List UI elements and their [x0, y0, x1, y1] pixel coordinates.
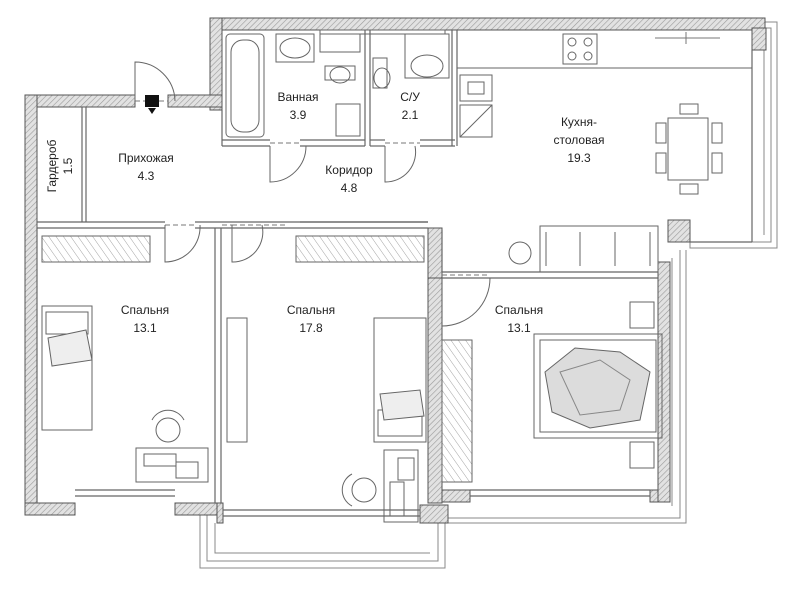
- partitions: [36, 30, 753, 517]
- room-name-kitchen: Кухня-: [561, 115, 597, 129]
- room-area-hall: 4.3: [138, 169, 155, 183]
- bed-icon: [533, 301, 663, 469]
- sofa-icon: [539, 225, 659, 273]
- room-area-corridor: 4.8: [341, 181, 358, 195]
- dining-table-icon: [655, 103, 723, 195]
- room-area-bathroom: 3.9: [290, 108, 307, 122]
- desk-icon: [383, 449, 419, 523]
- toilet-icon: [324, 65, 356, 84]
- room-name-wc: С/У: [400, 90, 420, 104]
- room-name-wardrobe: Гардероб: [45, 139, 59, 192]
- entrance-marker-icon: [145, 95, 159, 114]
- wardrobe-icon: [214, 317, 248, 443]
- desk-icon: [135, 447, 209, 483]
- room-name-bedroom-mid: Спальня: [287, 303, 335, 317]
- plant-icon: [508, 241, 532, 265]
- boiler-icon: [319, 29, 446, 35]
- room-area-bedroom-left: 13.1: [133, 321, 157, 335]
- walls: [24, 17, 767, 524]
- kitchen-counter: [457, 67, 752, 138]
- room-name-hall: Прихожая: [118, 151, 174, 165]
- bed-icon: [373, 317, 427, 443]
- bathtub-icon: [225, 33, 265, 138]
- stove-icon: [562, 33, 598, 65]
- office-chair-icon: [341, 473, 377, 507]
- office-chair-icon: [151, 409, 185, 443]
- room-area-bedroom-right: 13.1: [507, 321, 531, 335]
- room-labels: Гардероб 1.5 Прихожая 4.3 Ванная 3.9 С/У…: [45, 90, 605, 335]
- room-name-bedroom-left: Спальня: [121, 303, 169, 317]
- room-area-wardrobe: 1.5: [61, 157, 75, 174]
- window-kitchen: [655, 32, 720, 44]
- room-area-bedroom-mid: 17.8: [299, 321, 323, 335]
- washing-machine-icon: [319, 33, 361, 137]
- room-area-wc: 2.1: [402, 108, 419, 122]
- sink-icon: [404, 33, 450, 79]
- room-name-bedroom-right: Спальня: [495, 303, 543, 317]
- room-area-kitchen: 19.3: [567, 151, 591, 165]
- room-name-bathroom: Ванная: [277, 90, 318, 104]
- door-swing-icon: [134, 61, 491, 327]
- room-name-kitchen-2: столовая: [554, 133, 605, 147]
- wardrobe-icon: [41, 235, 473, 483]
- toilet-icon: [372, 57, 391, 89]
- sink-icon: [275, 33, 315, 63]
- room-name-corridor: Коридор: [325, 163, 373, 177]
- bed-icon: [41, 305, 93, 431]
